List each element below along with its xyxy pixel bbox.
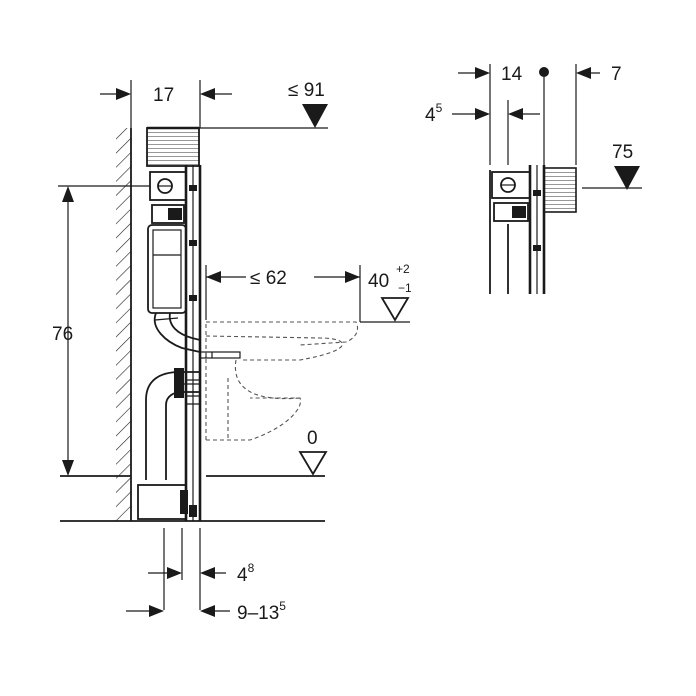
dim-side-inset-label: 45 [425,101,443,126]
cistern-tank [147,224,187,314]
dim-side-offset: 7 [576,64,622,85]
dim-max-top-height: ≤ 91 [288,80,328,128]
dim-side-offset-label: 7 [611,64,622,85]
frame [184,165,202,521]
extension-lines [58,80,410,610]
flush-pipe [153,312,201,353]
dim-side-depth: 14 [458,64,523,85]
level-triangle-icon [380,297,410,322]
dim-bowl-projection-label: ≤ 62 [250,268,287,289]
detail-grille [543,167,577,213]
dim-bowl-height-tol-plus: +2 [396,262,410,276]
level-triangle-icon [614,166,640,190]
centre-dot [539,67,549,77]
dim-frame-height: 76 [52,186,74,476]
level-triangle-icon [298,451,328,476]
wall [116,128,132,521]
wc-bowl [205,321,359,441]
cistern-valve [149,171,187,224]
dim-foot-range-label: 9–135 [237,599,286,624]
waste-bend [137,368,200,520]
detail-valve [491,171,531,222]
dim-frame-height-label: 76 [52,324,73,345]
dim-max-top-height-label: ≤ 91 [288,80,325,101]
dim-side-height: 75 [612,142,640,190]
dim-bowl-height-tol-minus: −1 [398,281,412,295]
dim-frame-depth: 17 [100,85,232,106]
dim-bowl-height-label: 40 [368,271,389,292]
dim-floor-level: 0 [298,428,328,476]
dim-frame-depth-label: 17 [153,85,174,106]
dim-bowl-height: 40 +2 −1 [368,262,412,322]
dim-floor-level-label: 0 [307,428,318,449]
dim-bowl-projection: ≤ 62 [206,266,360,289]
detail-view: 14 7 45 75 [425,64,642,294]
main-view: 17 ≤ 91 76 ≤ 62 40 +2 −1 [52,80,412,624]
dim-foot-offset-label: 48 [237,561,255,586]
dim-foot-range: 9–135 [126,599,286,624]
dim-side-height-label: 75 [612,142,633,163]
detail-frame [489,165,546,294]
level-triangle-icon [302,104,328,128]
flush-plate [146,126,200,167]
detail-extension-lines [489,64,642,189]
dim-side-depth-label: 14 [501,64,523,85]
dim-side-inset: 45 [425,101,540,126]
dim-foot-offset: 48 [148,561,255,586]
